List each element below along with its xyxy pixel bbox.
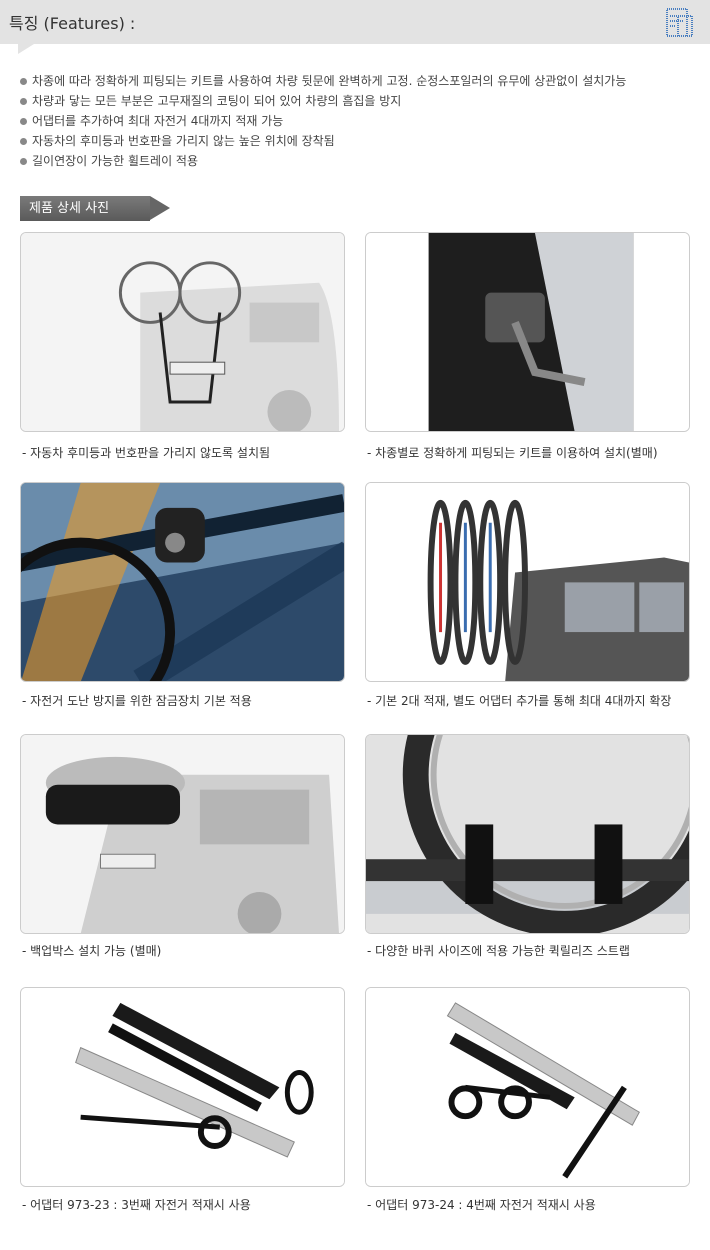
header-tail — [18, 44, 34, 54]
photo-caption: - 어댑터 973-23 : 3번째 자전거 적재시 사용 — [22, 1198, 251, 1212]
document-icon — [666, 8, 693, 37]
fitting-kit-photo — [366, 233, 689, 431]
four-bikes-rack-photo — [366, 483, 689, 681]
photo-card — [20, 232, 345, 432]
photo-card — [365, 987, 690, 1187]
photo-caption: - 차종별로 정확하게 피팅되는 키트를 이용하여 설치(별매) — [367, 446, 658, 460]
feature-text: 차량과 닿는 모든 부분은 고무재질의 코팅이 되어 있어 차량의 흠집을 방지 — [32, 94, 402, 108]
adapter-973-23-photo — [21, 988, 344, 1186]
photo-caption: - 어댑터 973-24 : 4번째 자전거 적재시 사용 — [367, 1198, 596, 1212]
bike-rack-on-car-photo — [21, 233, 344, 431]
backup-box-photo — [21, 735, 344, 933]
photo-caption: - 다양한 바퀴 사이즈에 적용 가능한 퀵릴리즈 스트랩 — [367, 944, 630, 958]
section-tag: 제품 상세 사진 — [20, 196, 170, 221]
feature-item: 자동차의 후미등과 번호판을 가리지 않는 높은 위치에 장착됨 — [20, 131, 626, 151]
bullet-icon — [20, 137, 27, 145]
page-title: 특징 (Features) : — [9, 14, 136, 33]
lock-device-photo — [21, 483, 344, 681]
photo-card — [365, 734, 690, 934]
feature-list: 차종에 따라 정확하게 피팅되는 키트를 사용하여 차량 뒷문에 완벽하게 고정… — [20, 71, 626, 171]
feature-item: 차종에 따라 정확하게 피팅되는 키트를 사용하여 차량 뒷문에 완벽하게 고정… — [20, 71, 626, 91]
photo-caption: - 백업박스 설치 가능 (별매) — [22, 944, 162, 958]
feature-text: 자동차의 후미등과 번호판을 가리지 않는 높은 위치에 장착됨 — [32, 134, 335, 148]
photo-caption: - 자동차 후미등과 번호판을 가리지 않도록 설치됨 — [22, 446, 271, 460]
photo-caption: - 기본 2대 적재, 별도 어댑터 추가를 통해 최대 4대까지 확장 — [367, 694, 672, 708]
bullet-icon — [20, 97, 27, 105]
adapter-973-24-photo — [366, 988, 689, 1186]
feature-item: 길이연장이 가능한 휠트레이 적용 — [20, 151, 626, 171]
bullet-icon — [20, 157, 27, 165]
header-bar: 특징 (Features) : — [0, 0, 710, 44]
photo-card — [365, 232, 690, 432]
feature-text: 길이연장이 가능한 휠트레이 적용 — [32, 154, 199, 168]
feature-text: 어댑터를 추가하여 최대 자전거 4대까지 적재 가능 — [32, 114, 284, 128]
photo-card — [20, 734, 345, 934]
bullet-icon — [20, 77, 27, 85]
quick-release-strap-photo — [366, 735, 689, 933]
bullet-icon — [20, 117, 27, 125]
feature-item: 차량과 닿는 모든 부분은 고무재질의 코팅이 되어 있어 차량의 흠집을 방지 — [20, 91, 626, 111]
photo-card — [365, 482, 690, 682]
photo-card — [20, 482, 345, 682]
photo-caption: - 자전거 도난 방지를 위한 잠금장치 기본 적용 — [22, 694, 252, 708]
feature-item: 어댑터를 추가하여 최대 자전거 4대까지 적재 가능 — [20, 111, 626, 131]
feature-text: 차종에 따라 정확하게 피팅되는 키트를 사용하여 차량 뒷문에 완벽하게 고정… — [32, 74, 627, 88]
photo-card — [20, 987, 345, 1187]
